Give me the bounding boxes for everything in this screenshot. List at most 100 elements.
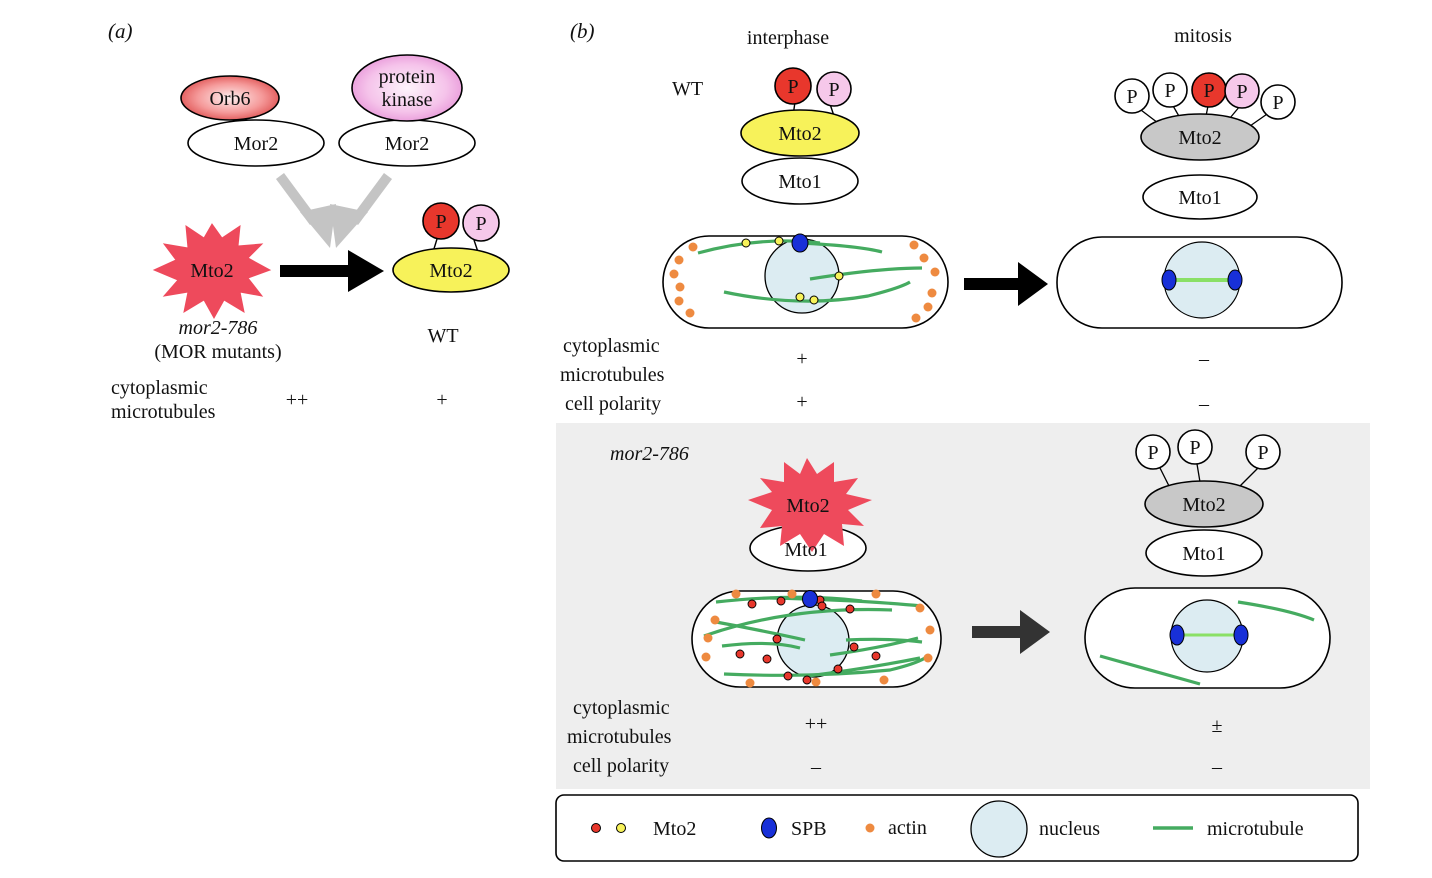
spb (791, 233, 809, 253)
mto2-dot (834, 271, 844, 281)
mut-row2-label: cell polarity (573, 755, 669, 777)
phospho-pink-b (816, 71, 852, 107)
mto2-wt-text: Mto2 (429, 260, 472, 282)
microtubule (807, 656, 921, 678)
mto2-star-mutant (152, 223, 272, 320)
mto2-dot (774, 236, 784, 246)
panel-a-label: (a) (108, 19, 133, 43)
mor2-right-text: Mor2 (385, 133, 429, 155)
wt-row1-label-2: microtubules (560, 364, 665, 386)
phospho-wt-mit-5 (1260, 84, 1296, 120)
mto1-wt-inter-oval (741, 157, 859, 205)
spb (1227, 269, 1243, 291)
mutant-label-b: mor2-786 (610, 443, 689, 465)
microtubule (1237, 600, 1315, 622)
microtubule (809, 266, 923, 281)
mto2-wt-mit-oval (1140, 113, 1260, 161)
panel-b-label: (b) (570, 19, 595, 43)
spb (1169, 624, 1185, 646)
phospho-wt-mit-2 (1152, 72, 1188, 108)
mor2-left-text: Mor2 (234, 133, 278, 155)
phospho-red-b (774, 67, 812, 105)
mut-row1-mitosis: ± (1212, 715, 1223, 737)
mutant-mitosis-cell (1084, 587, 1331, 689)
mto1-mut-mit-oval (1145, 529, 1263, 577)
phospho-red-b-text: P (787, 76, 798, 98)
microtubule (1099, 654, 1201, 686)
wt-label-b: WT (672, 78, 703, 100)
phospho-mut-mit-2 (1177, 429, 1213, 465)
microtubule (703, 607, 893, 638)
col-interphase: interphase (747, 27, 829, 49)
row-label-a-2: microtubules (111, 401, 216, 423)
legend-mto2-text: Mto2 (653, 818, 696, 840)
protein-kinase-text-1: protein (379, 66, 436, 88)
phospho-wt-mit-2-text: P (1164, 80, 1175, 102)
legend-actin-swatch (865, 823, 875, 833)
orb6-oval (180, 75, 280, 121)
mto2-wt-inter-oval (740, 109, 860, 157)
phospho-mut-mit-3-text: P (1257, 442, 1268, 464)
legend-mto2-red-swatch (591, 823, 601, 833)
spb (802, 590, 818, 608)
mto1-mut-mit-text: Mto1 (1182, 543, 1225, 565)
mto2-dot (795, 292, 805, 302)
mto1-wt-inter-text: Mto1 (778, 171, 821, 193)
orb6-text: Orb6 (209, 88, 250, 110)
mut-row1-label-2: microtubules (567, 726, 672, 748)
microtubule (715, 620, 806, 642)
mut-row2-interphase: – (810, 756, 822, 778)
legend-spb-text: SPB (791, 818, 827, 840)
mto1-mut-inter-text: Mto1 (784, 539, 827, 561)
mto2-mut-inter-text: Mto2 (786, 495, 829, 517)
phospho-red-a-text: P (435, 211, 446, 233)
wt-value-a: + (436, 389, 447, 411)
col-mitosis: mitosis (1174, 25, 1232, 47)
dark-arrow-mutant (972, 610, 1050, 654)
legend-microtubule-text: microtubule (1207, 818, 1304, 840)
gray-arrow-right (330, 173, 393, 248)
protein-kinase-oval (351, 54, 463, 122)
gray-arrow-left (275, 173, 336, 248)
wt-label-a: WT (427, 325, 458, 347)
legend-mto2-yellow-swatch (616, 823, 626, 833)
mutant-interphase-cell (691, 589, 942, 688)
legend-actin-text: actin (888, 817, 927, 839)
legend-spb-swatch (761, 817, 777, 839)
mutant-sub-a: (MOR mutants) (154, 341, 281, 363)
wt-row1-interphase: + (796, 348, 807, 370)
black-arrow-a (280, 250, 384, 292)
mto2-dots-mutant (735, 595, 881, 685)
mto2-wt-inter-text: Mto2 (778, 123, 821, 145)
wt-row2-interphase: + (796, 391, 807, 413)
phospho-pink-a (462, 204, 500, 242)
phospho-mut-mit-3 (1245, 434, 1281, 470)
mto2-dot (809, 295, 819, 305)
mto1-wt-mit-text: Mto1 (1178, 187, 1221, 209)
mutant-name-a: mor2-786 (179, 317, 258, 339)
mto2-mut-mit-text: Mto2 (1182, 494, 1225, 516)
microtubule (799, 241, 883, 254)
mto2-wt-mit-text: Mto2 (1178, 127, 1221, 149)
mutant-value-a: ++ (286, 389, 309, 411)
actin-patches (701, 589, 935, 688)
mto2-star-text: Mto2 (190, 260, 233, 282)
mto2-star-mutant-b (748, 458, 872, 552)
phospho-red-a (422, 202, 460, 240)
phospho-wt-mit-4 (1224, 73, 1260, 109)
mut-row1-interphase: ++ (805, 713, 828, 735)
mut-row1-label-1: cytoplasmic (573, 697, 670, 719)
wt-interphase-cell (662, 233, 949, 329)
mto1-wt-mit-oval (1142, 174, 1258, 220)
phospho-wt-mit-4-text: P (1236, 81, 1247, 103)
phospho-mut-mit-1 (1135, 434, 1171, 470)
microtubule (769, 596, 923, 608)
phospho-wt-mit-3-text: P (1203, 80, 1214, 102)
phospho-wt-mit-1-text: P (1126, 86, 1137, 108)
mto2-wt-oval (392, 247, 510, 293)
microtubule (723, 280, 911, 303)
legend-nucleus-text: nucleus (1039, 818, 1100, 840)
spb (1161, 269, 1177, 291)
